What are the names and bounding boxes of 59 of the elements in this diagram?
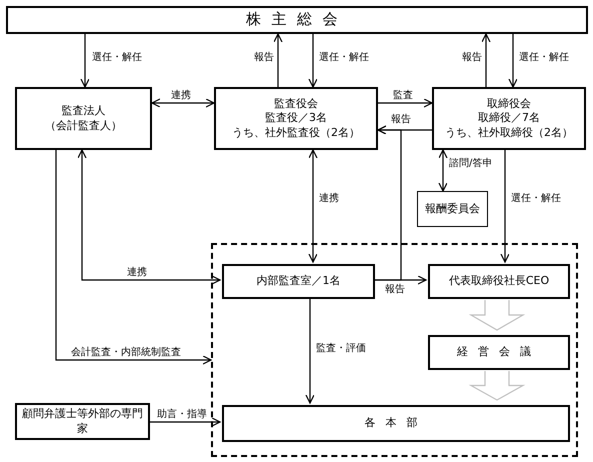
edge-label: 選任・解任 — [318, 52, 370, 64]
node-text: うち、社外取締役（2名） — [444, 126, 574, 140]
node-text: 監査役会 — [273, 97, 319, 112]
edge-label: 連携 — [170, 90, 192, 102]
edge-label: 諮問/答申 — [448, 158, 494, 170]
node-text: （会計監査人） — [44, 118, 123, 133]
node-text: 株主総会 — [245, 10, 349, 30]
arrow — [80, 34, 90, 88]
org-box — [428, 264, 570, 299]
org-box — [222, 405, 570, 442]
arrow — [150, 417, 221, 427]
node-text: 監査役／3名 — [264, 111, 328, 126]
arrow — [305, 297, 315, 404]
edge-label: 会計監査・内部統制監査 — [70, 347, 182, 359]
arrow — [508, 34, 518, 88]
arrow — [378, 98, 433, 108]
arrow — [308, 149, 318, 263]
org-box — [15, 87, 152, 150]
node-text: うち、社外監査役（2名） — [231, 126, 361, 140]
node-text: 各本部 — [364, 416, 428, 431]
arrow — [273, 33, 283, 87]
node-text: 顧問弁護士等外部の専門家 — [21, 407, 144, 436]
arrow — [481, 33, 491, 87]
dashed-group-frame — [211, 243, 578, 457]
edge-label: 連携 — [126, 267, 148, 279]
org-box — [15, 403, 150, 440]
node-text: 監査法人 — [60, 104, 106, 118]
org-box — [432, 87, 586, 150]
org-box — [417, 191, 488, 227]
edge-label: 選任・解任 — [91, 52, 143, 64]
node-text: 報酬委員会 — [424, 202, 481, 216]
node-text: 内部監査室／1名 — [256, 274, 342, 289]
arrow — [373, 275, 427, 285]
org-box — [6, 6, 588, 34]
arrow — [438, 149, 448, 192]
edge-label: 報告 — [253, 52, 275, 64]
edge-label: 選任・解任 — [518, 52, 570, 64]
org-box — [222, 264, 375, 299]
node-text: 経営会議 — [456, 345, 542, 360]
edge-label: 報告 — [390, 114, 412, 126]
edge-label: 報告 — [384, 284, 406, 296]
org-box — [214, 87, 378, 150]
node-text: 代表取締役社長CEO — [448, 274, 550, 289]
edge-label: 助言・指導 — [156, 409, 208, 421]
node-text: 取締役会 — [486, 97, 532, 112]
edge-label: 報告 — [461, 52, 483, 64]
org-box — [428, 335, 570, 370]
block-arrow — [468, 299, 526, 331]
node-text: 取締役／7名 — [477, 111, 541, 126]
edge-label: 監査・評価 — [315, 343, 367, 355]
edge-label: 選任・解任 — [510, 193, 562, 205]
arrow — [55, 150, 212, 365]
arrow — [151, 98, 215, 108]
block-arrow — [468, 370, 526, 401]
arrow — [77, 149, 221, 285]
arrow — [500, 150, 510, 263]
edge-label: 監査 — [392, 90, 414, 102]
edge-label: 連携 — [318, 193, 340, 205]
arrow — [308, 34, 318, 88]
